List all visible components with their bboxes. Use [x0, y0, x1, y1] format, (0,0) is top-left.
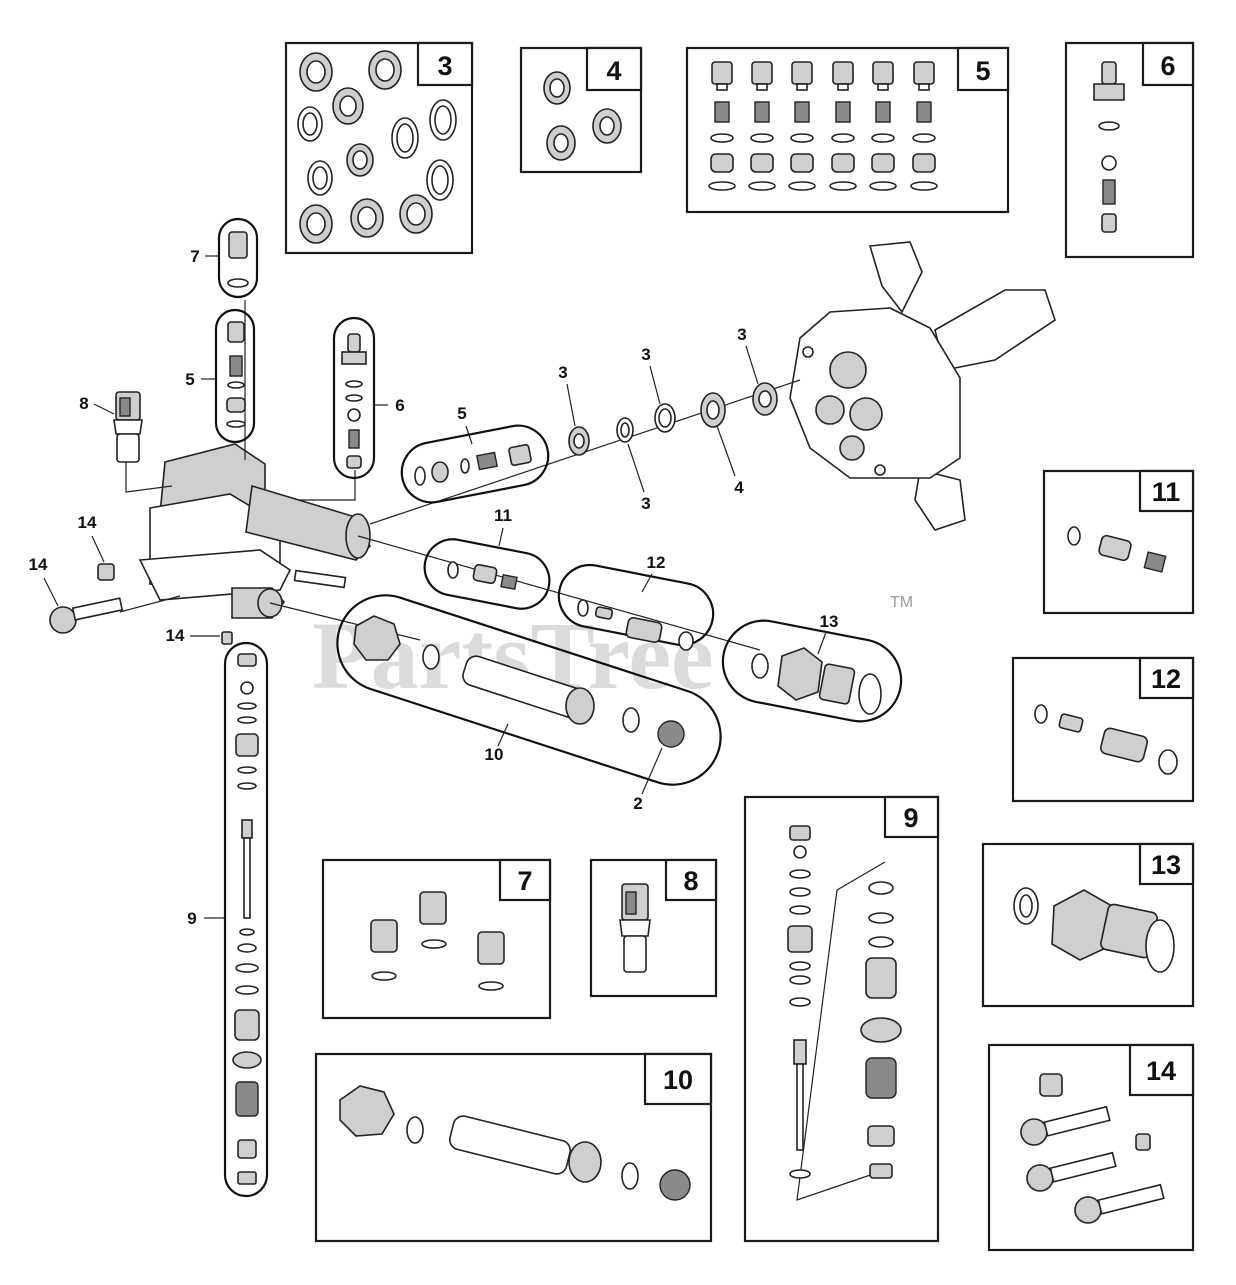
valve-seat-icon [370, 891, 505, 991]
kit-number-4: 4 [606, 56, 621, 86]
leader-line [497, 723, 509, 747]
leader-line [498, 527, 504, 547]
kit-number-8: 8 [683, 866, 698, 896]
seal-ring-icon [297, 50, 457, 244]
kit-box-3: 3 [284, 41, 474, 255]
kit-box-10: 10 [314, 1052, 713, 1243]
callout-14a: 14 [78, 513, 97, 532]
kit-number-6: 6 [1160, 51, 1175, 81]
pressure-switch-icon [619, 883, 651, 973]
bolt-icon [1020, 1105, 1111, 1146]
callout-7: 7 [190, 247, 199, 266]
leader-line [91, 535, 105, 563]
callout-5a: 5 [185, 370, 194, 389]
kit-number-5: 5 [975, 56, 990, 86]
kit-box-9: 9 [743, 795, 940, 1243]
callout-3a: 3 [558, 363, 567, 382]
unloader-valve-icon [1093, 61, 1125, 233]
callout-3c: 3 [737, 325, 746, 344]
assembly-line [119, 595, 181, 613]
bolt-icon [1026, 1151, 1117, 1192]
group-11 [423, 538, 551, 610]
bolt-icon [49, 597, 124, 634]
leader-line [641, 573, 653, 593]
callout-11: 11 [494, 506, 512, 525]
group-6-vertical [332, 316, 376, 480]
leader-line [93, 403, 115, 415]
callout-2: 2 [633, 794, 642, 813]
spacer-icon [97, 563, 115, 581]
callout-6: 6 [395, 396, 404, 415]
seal-ring-icon [568, 382, 778, 456]
callout-5b: 5 [457, 404, 466, 423]
callout-8: 8 [79, 394, 88, 413]
pin-icon [1135, 1133, 1151, 1151]
leader-line [43, 577, 59, 607]
leader-line [649, 365, 661, 405]
kit-box-13: 13 [981, 842, 1195, 1008]
bolt-icon [1074, 1183, 1165, 1224]
kit-box-12: 12 [1011, 656, 1195, 803]
callout-4: 4 [734, 478, 744, 497]
leader-line [716, 425, 736, 477]
kit-box-4: 4 [519, 46, 643, 174]
leader-line [627, 443, 645, 493]
kit-box-14: 14 [987, 1043, 1195, 1252]
group-12 [557, 563, 715, 651]
pump-housing-icon [789, 241, 1056, 531]
pressure-switch-icon [113, 391, 143, 463]
kit-box-8: 8 [589, 858, 718, 998]
kit-number-3: 3 [437, 51, 452, 81]
watermark-trademark: TM [890, 594, 913, 611]
kit-number-12: 12 [1151, 664, 1181, 694]
pin-icon [221, 631, 233, 645]
callout-12: 12 [647, 553, 666, 572]
kit-box-6: 6 [1064, 41, 1195, 259]
callout-14b: 14 [29, 555, 48, 574]
callout-9: 9 [187, 909, 196, 928]
leader-line [817, 631, 827, 655]
kit-number-7: 7 [517, 866, 532, 896]
kit-box-7: 7 [321, 858, 552, 1020]
leader-line [465, 425, 473, 445]
assembly-line [796, 861, 886, 1201]
callout-13: 13 [820, 612, 839, 631]
group-10 [336, 594, 722, 786]
seal-ring-icon [543, 71, 622, 161]
callout-10: 10 [485, 745, 504, 764]
piston-assembly-icon [787, 825, 902, 1179]
group-13 [721, 619, 903, 723]
check-valve-icon [708, 61, 938, 191]
kit-number-13: 13 [1151, 850, 1181, 880]
kit-number-9: 9 [903, 803, 918, 833]
group-7 [217, 217, 259, 299]
kit-box-5: 5 [685, 46, 1010, 214]
group-5-vertical [214, 308, 256, 444]
kit-number-10: 10 [663, 1065, 693, 1095]
kit-number-14: 14 [1146, 1056, 1176, 1086]
spacer-icon [1039, 1073, 1063, 1097]
group-9-vertical [223, 641, 269, 1198]
assembly-line [300, 470, 356, 501]
callout-3b: 3 [641, 345, 650, 364]
leader-line [566, 383, 576, 427]
leader-line [641, 747, 663, 795]
group-5-horizontal [400, 424, 550, 504]
manifold-icon [138, 443, 372, 619]
assembly-line [125, 460, 173, 493]
callout-14c: 14 [166, 626, 185, 645]
kit-box-11: 11 [1042, 469, 1195, 615]
filter-assembly-icon [339, 1085, 691, 1201]
leader-line [745, 345, 759, 385]
callout-3d: 3 [641, 494, 650, 513]
kit-number-11: 11 [1152, 477, 1181, 507]
